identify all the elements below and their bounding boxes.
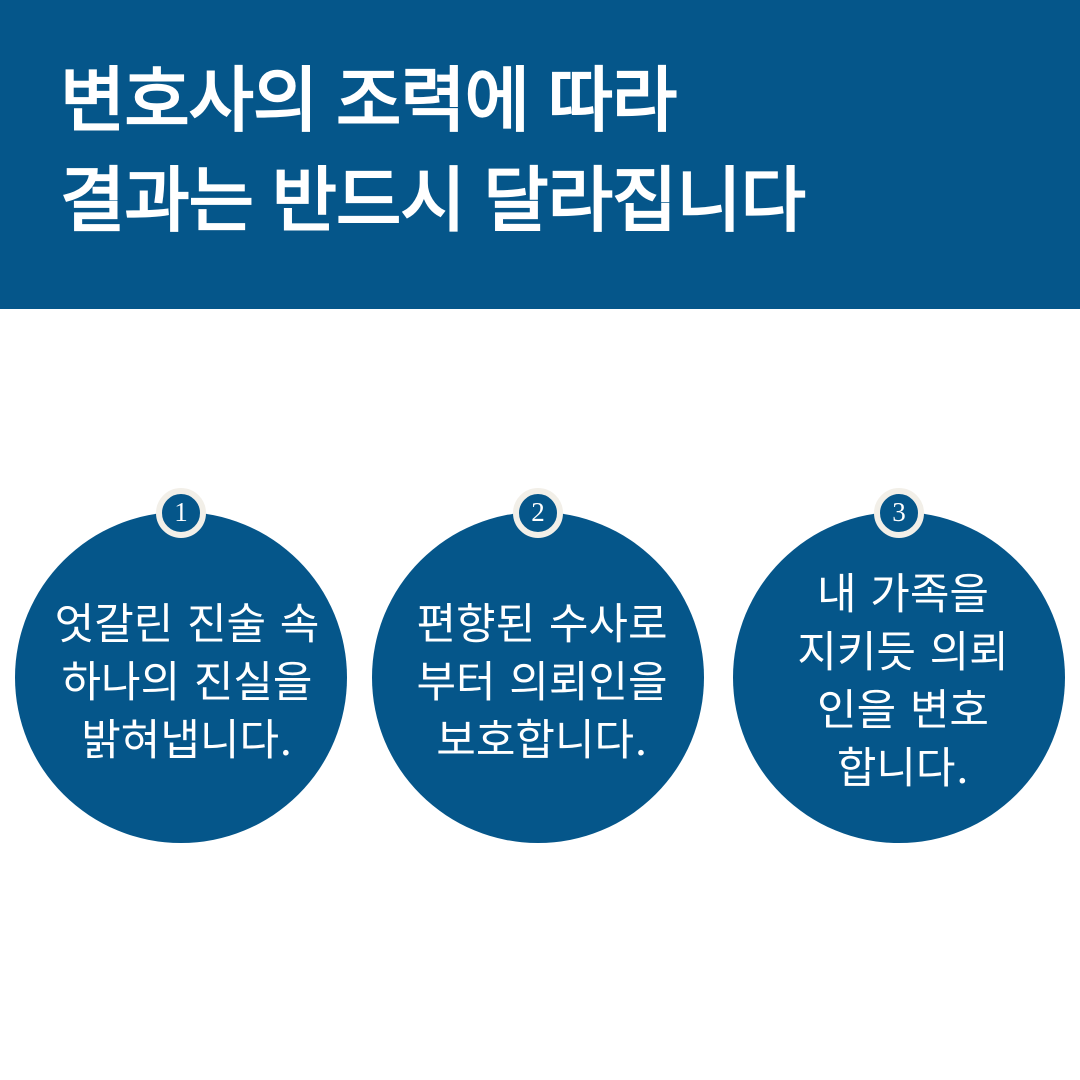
page-title: 변호사의 조력에 따라 결과는 반드시 달라집니다 xyxy=(60,52,1020,252)
circle-text-1: 엇갈린 진술 속 하나의 진실을 밝혀냅니다. xyxy=(54,599,320,766)
page-title-line-2: 결과는 반드시 달라집니다 xyxy=(60,162,806,241)
page-title-line-1: 변호사의 조력에 따라 xyxy=(60,62,677,141)
value-prop-circle-2[interactable]: 편향된 수사로 부터 의뢰인을 보호합니다. 2 xyxy=(372,488,704,843)
value-prop-circle-1[interactable]: 엇갈린 진술 속 하나의 진실을 밝혀냅니다. 1 xyxy=(15,488,347,843)
badge-number-3: 3 xyxy=(892,496,906,527)
circle-body-2: 편향된 수사로 부터 의뢰인을 보호합니다. xyxy=(372,512,704,843)
circled-number-three-icon: 3 xyxy=(874,488,924,538)
circle-body-3: 내 가족을 지키듯 의뢰 인을 변호 합니다. xyxy=(733,512,1065,843)
header-banner: 변호사의 조력에 따라 결과는 반드시 달라집니다 xyxy=(0,0,1080,309)
circled-number-one-icon: 1 xyxy=(156,488,206,538)
value-prop-circle-3[interactable]: 내 가족을 지키듯 의뢰 인을 변호 합니다. 3 xyxy=(733,488,1065,843)
badge-number-1: 1 xyxy=(174,496,188,527)
circle-body-1: 엇갈린 진술 속 하나의 진실을 밝혀냅니다. xyxy=(15,512,347,843)
badge-number-2: 2 xyxy=(531,496,545,527)
circled-number-two-icon: 2 xyxy=(513,488,563,538)
circle-text-3: 내 가족을 지키듯 의뢰 인을 변호 합니다. xyxy=(797,569,1009,794)
circle-text-2: 편향된 수사로 부터 의뢰인을 보호합니다. xyxy=(416,599,668,766)
